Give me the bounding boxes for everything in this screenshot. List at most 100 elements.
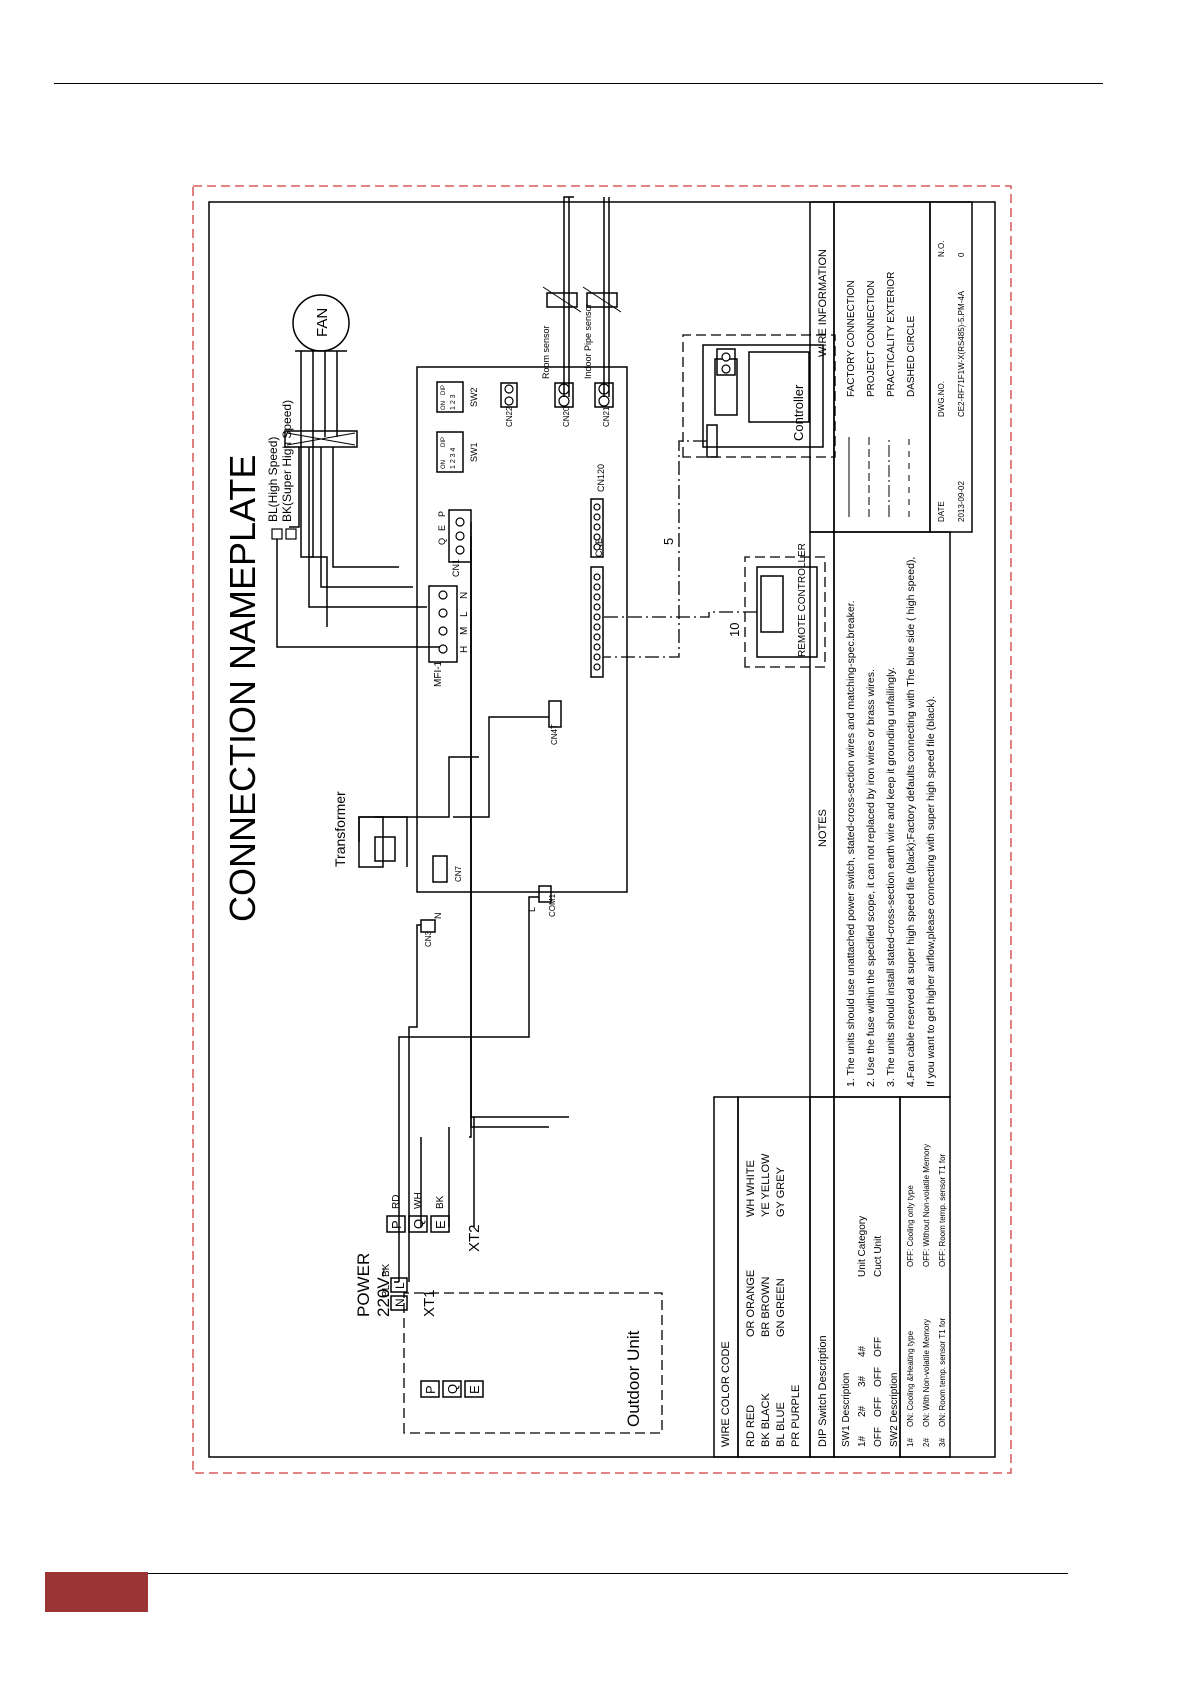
cn3-pin-label: N <box>433 913 443 920</box>
cable-5-label: 5 <box>661 538 676 545</box>
svg-text:If you want to get higher airf: If you want to get higher airflow,please… <box>925 696 937 1087</box>
power-label: POWER <box>354 1253 373 1317</box>
svg-text:ON: With Non-volatile Memory: ON: With Non-volatile Memory <box>922 1319 931 1427</box>
svg-text:4#: 4# <box>857 1345 868 1357</box>
svg-text:ON: Room temp. sensor T1 for: ON: Room temp. sensor T1 for <box>938 1317 947 1427</box>
mfi-pin-h: H <box>459 646 470 653</box>
cable-10-label: 10 <box>727 623 742 637</box>
remote-controller-label: REMOTE CONTROLLER <box>797 543 808 657</box>
cn4-label: CN4T <box>550 724 559 745</box>
svg-text:GN GREEN: GN GREEN <box>775 1278 787 1337</box>
sw1-numbers: 1 2 3 4 <box>450 447 457 469</box>
pipe-sensor-label: Indoor Pipe sensor <box>583 303 593 379</box>
svg-text:P: P <box>389 1220 404 1229</box>
svg-text:2013-09-02: 2013-09-02 <box>957 481 966 522</box>
svg-text:Cuct Unit: Cuct Unit <box>873 1236 884 1277</box>
svg-text:WH: WH <box>413 1192 424 1209</box>
svg-text:PRACTICALITY EXTERIOR: PRACTICALITY EXTERIOR <box>886 272 897 397</box>
svg-text:SW2 Description: SW2 Description <box>889 1373 900 1447</box>
svg-text:PROJECT CONNECTION: PROJECT CONNECTION <box>866 281 877 398</box>
wire-color-title: WIRE COLOR CODE <box>720 1341 732 1447</box>
svg-text:OR ORANGE: OR ORANGE <box>745 1270 757 1337</box>
svg-text:WH WHITE: WH WHITE <box>745 1160 757 1217</box>
cn120-label: CN120 <box>596 464 606 492</box>
svg-text:FACTORY CONNECTION: FACTORY CONNECTION <box>846 280 857 397</box>
dip-switch-title: DIP Switch Description <box>817 1335 829 1447</box>
svg-text:1. The units should use unatta: 1. The units should use unattached power… <box>845 600 857 1087</box>
sw2-numbers: 1 2 3 <box>450 394 457 410</box>
svg-text:ON: Cooling &Heating type: ON: Cooling &Heating type <box>906 1330 915 1427</box>
svg-text:OFF: OFF <box>873 1337 884 1357</box>
room-sensor-label: Room sensor <box>541 325 551 379</box>
svg-text:OFF: OFF <box>873 1427 884 1447</box>
xt2-block: P Q E XT2 RD WH BK <box>386 1192 483 1252</box>
top-rule <box>54 83 1103 84</box>
svg-text:DASHED CIRCLE: DASHED CIRCLE <box>906 316 917 397</box>
svg-text:DWG.NO.: DWG.NO. <box>937 381 946 417</box>
svg-text:BR BROWN: BR BROWN <box>760 1276 772 1337</box>
sw2-on: ON <box>441 401 447 410</box>
svg-text:Q: Q <box>445 1384 460 1394</box>
svg-text:DATE: DATE <box>937 501 946 522</box>
cn7-label: CN7 <box>454 865 463 882</box>
svg-text:P: P <box>423 1385 438 1394</box>
transformer-label: Transformer <box>332 791 348 867</box>
svg-text:GY GREY: GY GREY <box>775 1166 787 1217</box>
mfi-label: MFI-1 <box>433 660 444 687</box>
sw1-dip: DIP <box>441 437 447 447</box>
speed-bl-label: BL(High Speed) <box>266 437 280 522</box>
svg-text:OFF: OFF <box>873 1367 884 1387</box>
cn1-pin-p: P <box>437 511 447 517</box>
sw1-label: SW1 <box>469 442 479 462</box>
footer-color-block <box>45 1572 148 1612</box>
cn22-label: CN22 <box>505 406 514 427</box>
voltage-label: 220V~ <box>374 1267 393 1317</box>
svg-text:4.Fan cable reserved at super: 4.Fan cable reserved at super high speed… <box>905 557 917 1087</box>
svg-text:2#: 2# <box>922 1438 931 1447</box>
svg-text:L: L <box>393 1282 407 1289</box>
cn3-label: CN3 <box>424 930 433 947</box>
com1-label: COM1 <box>548 893 557 917</box>
svg-text:1#: 1# <box>906 1438 915 1447</box>
outdoor-unit-label: Outdoor Unit <box>624 1330 643 1427</box>
cn20-label: CN20 <box>562 406 571 427</box>
svg-text:BL: BL <box>381 1284 392 1297</box>
svg-text:BK: BK <box>381 1263 392 1277</box>
main-pcb <box>416 366 628 893</box>
svg-text:OFF: Room temp. sensor T1 for: OFF: Room temp. sensor T1 for <box>938 1153 947 1267</box>
svg-text:N: N <box>393 1298 407 1307</box>
svg-text:0: 0 <box>957 252 966 257</box>
svg-text:OFF: Cooling only type: OFF: Cooling only type <box>906 1185 915 1267</box>
cn1-pin-q: Q <box>437 538 447 545</box>
cne-pins <box>593 573 601 671</box>
svg-text:3#: 3# <box>938 1438 947 1447</box>
cn1-pin-e: E <box>437 525 447 531</box>
svg-text:3#: 3# <box>857 1375 868 1387</box>
svg-text:Unit Category: Unit Category <box>857 1216 868 1277</box>
xt2-label: XT2 <box>466 1224 483 1252</box>
mfi-pin-l: L <box>459 611 470 617</box>
notes-title: NOTES <box>817 809 829 847</box>
xt1-block: L N XT1 BK BL <box>381 1263 438 1317</box>
xt1-label: XT1 <box>421 1289 438 1317</box>
svg-text:RD: RD <box>391 1195 402 1209</box>
svg-text:OFF: Without Non-volatile Mem: OFF: Without Non-volatile Memory <box>922 1144 931 1267</box>
svg-text:BK BLACK: BK BLACK <box>760 1393 772 1447</box>
mfi-pin-n: N <box>459 592 470 599</box>
svg-text:RD RED: RD RED <box>745 1405 757 1447</box>
svg-text:1#: 1# <box>857 1435 868 1447</box>
svg-text:E: E <box>433 1220 448 1229</box>
wire-info-title: WIRE INFORMATION <box>817 249 829 357</box>
svg-text:BK: BK <box>435 1195 446 1209</box>
cn1-label: CN1 <box>451 559 461 577</box>
svg-text:2. Use the fuse within the spe: 2. Use the fuse within the specified sco… <box>865 669 877 1087</box>
svg-text:SW1 Description: SW1 Description <box>841 1373 852 1447</box>
svg-text:BL BLUE: BL BLUE <box>775 1402 787 1447</box>
sw1-on: ON <box>441 460 447 469</box>
diagram-title: CONNECTION NAMEPLATE <box>222 455 263 922</box>
svg-text:Q: Q <box>411 1219 426 1229</box>
controller-label: Controller <box>791 384 806 441</box>
svg-text:2#: 2# <box>857 1405 868 1417</box>
svg-text:YE YELLOW: YE YELLOW <box>760 1153 772 1217</box>
